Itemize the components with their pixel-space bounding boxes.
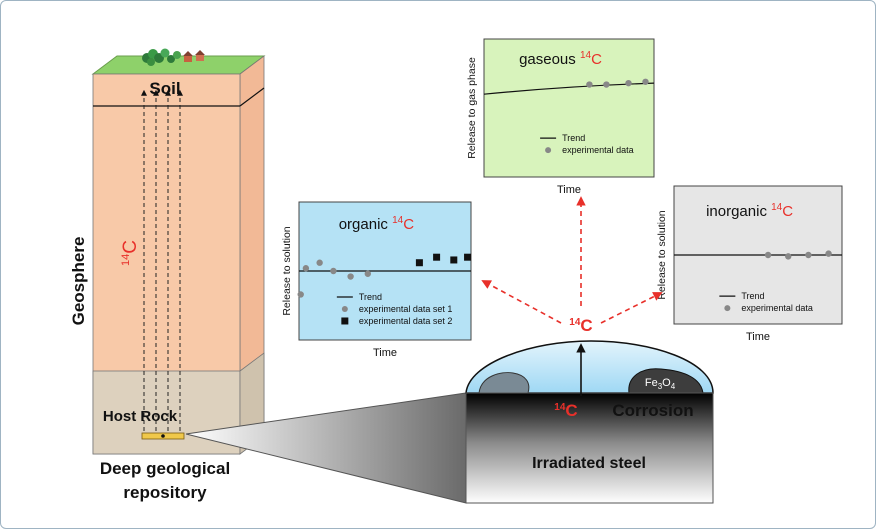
- fe3o4-label: Fe3O4: [645, 377, 676, 391]
- steel-carbon-label: 14C: [554, 401, 577, 420]
- steel-block: [465, 392, 714, 504]
- corrosion-deposit-left: [478, 372, 530, 394]
- gaseous-ylabel: Release to gas phase: [466, 57, 478, 159]
- gaseous-data-point: [586, 81, 593, 88]
- organic-title: organic 14C: [339, 215, 415, 233]
- organic-data-point-set2: [464, 253, 472, 261]
- organic-xlabel: Time: [373, 347, 397, 359]
- inorganic-ylabel: Release to solution: [656, 210, 668, 299]
- soil-label: Soil: [149, 79, 180, 98]
- fe3o4-deposit: [628, 368, 704, 394]
- gaseous-xlabel: Time: [557, 184, 581, 196]
- trees-icon: [142, 48, 181, 66]
- gaseous-data-point: [642, 78, 649, 85]
- inorganic-data-point: [805, 251, 812, 259]
- organic-data-point: [347, 273, 354, 280]
- organic-data-point-set2: [415, 259, 423, 267]
- gaseous-data-point: [603, 81, 610, 88]
- speciation-arrows: 14C: [481, 196, 663, 335]
- gaseous-title: gaseous 14C: [519, 50, 602, 68]
- organic-data-point: [302, 265, 310, 272]
- repository-label-line2: repository: [123, 483, 207, 502]
- organic-ylabel: Release to solution: [281, 226, 293, 315]
- inorganic-xlabel: Time: [746, 331, 770, 343]
- inorganic-title: inorganic 14C: [706, 202, 793, 220]
- host-rock-label: Host Rock: [103, 408, 178, 425]
- organic-legend-label: experimental data set 2: [359, 316, 453, 326]
- repository-point: [161, 434, 165, 438]
- gaseous-trend-line: [483, 82, 655, 95]
- gaseous-legend-label: Trend: [562, 133, 585, 143]
- repository-label-line1: Deep geological: [100, 459, 230, 478]
- arrow-to-inorganic: [600, 292, 663, 324]
- central-carbon-label: 14C: [569, 316, 592, 335]
- migration-arrows: [141, 89, 183, 438]
- organic-data-point: [297, 291, 304, 298]
- organic-data-point-set2: [433, 253, 441, 261]
- gaseous-legend-label: experimental data: [562, 145, 634, 155]
- inorganic-data-point: [785, 253, 792, 260]
- houses-icon: [183, 50, 205, 62]
- soil-boundary-side: [239, 87, 265, 107]
- organic-legend-marker-set2: [341, 317, 349, 325]
- inorganic-legend-marker: [724, 305, 731, 312]
- corrosion-label: Corrosion: [612, 401, 693, 420]
- organic-data-point: [364, 270, 371, 277]
- organic-data-point: [316, 259, 323, 266]
- inorganic-legend-label: Trend: [741, 291, 764, 301]
- inorganic-data-point: [764, 251, 772, 259]
- gaseous-legend-marker: [545, 147, 552, 154]
- inorganic-data-point: [825, 250, 832, 257]
- irradiated-steel-label: Irradiated steel: [532, 455, 646, 472]
- geosphere-carbon-label: 14C: [120, 240, 141, 266]
- steel-source: Fe3O4 14C Corrosion Irradiated steel: [465, 340, 714, 504]
- organic-legend-marker: [341, 305, 348, 312]
- organic-legend-label: Trend: [359, 292, 382, 302]
- geosphere-label: Geosphere: [69, 237, 88, 326]
- organic-data-point-set2: [450, 256, 458, 264]
- organic-legend-label: experimental data set 1: [359, 304, 453, 314]
- arrow-to-organic: [481, 280, 562, 324]
- gaseous-data-point: [625, 79, 632, 87]
- gaseous-plot-area: [483, 38, 655, 178]
- inorganic-legend-label: experimental data: [741, 303, 813, 313]
- organic-data-point: [330, 267, 337, 275]
